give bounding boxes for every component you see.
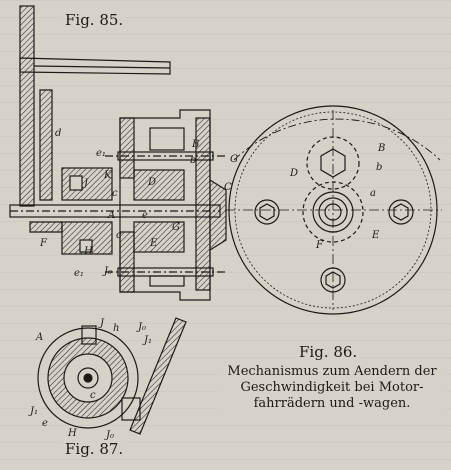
fig85-label-G: G bbox=[172, 222, 180, 233]
fig86-label-D: D bbox=[289, 168, 298, 179]
fig85-lever bbox=[19, 5, 35, 207]
fig85-labels: d e₁ K B b J D c C A e F G c H J₀ e₁ C E bbox=[39, 128, 232, 279]
fig87-label-J: J bbox=[98, 318, 105, 329]
fig87-label-J1b: J₁ bbox=[28, 406, 38, 417]
fig87-label-J0b: J₀ bbox=[104, 430, 114, 441]
fig86-label-B: B bbox=[377, 143, 385, 154]
fig86-labels: G B D b a F E bbox=[230, 143, 385, 251]
caption-line-2: Geschwindigkeit bei Motor- bbox=[240, 380, 424, 395]
fig85-title: Fig. 85. bbox=[62, 11, 127, 29]
fig87-drawing bbox=[37, 317, 187, 435]
fig87-labels: A J h J₀ J₁ J₁ e H J₀ c bbox=[28, 318, 152, 441]
fig87-label-J0: J₀ bbox=[136, 322, 146, 333]
fig85-label-C: C bbox=[224, 182, 232, 193]
fig85-label-c: c bbox=[112, 188, 118, 199]
fig85-label-F: F bbox=[39, 238, 48, 249]
fig85-label-E: E bbox=[149, 238, 158, 249]
fig86-arc bbox=[233, 118, 441, 161]
fig85-label-e: e bbox=[142, 210, 148, 221]
fig85-label-B: B bbox=[191, 139, 199, 150]
fig87-label-H: H bbox=[67, 428, 77, 439]
fig85-housing bbox=[119, 109, 211, 301]
fig85-label-c2: c bbox=[116, 230, 122, 241]
fig85-label-b: b bbox=[190, 155, 196, 166]
fig85-label-J: J bbox=[82, 178, 89, 189]
fig87-label-A: A bbox=[35, 332, 43, 343]
fig86-label-E: E bbox=[371, 230, 380, 241]
fig86-label-a: a bbox=[370, 188, 376, 199]
fig87-rod bbox=[129, 317, 187, 435]
fig87-label-c: c bbox=[90, 390, 96, 401]
caption-line-1: Mechanismus zum Aendern der bbox=[227, 364, 437, 379]
fig85-label-d: d bbox=[55, 128, 61, 139]
fig85-label-e1b: e₁ bbox=[74, 268, 84, 279]
fig85-label-H: H bbox=[83, 246, 93, 257]
fig87-outer-ring bbox=[37, 327, 139, 429]
fig86-drawing bbox=[225, 105, 442, 315]
fig86-label-b: b bbox=[376, 162, 382, 173]
fig85-drawing bbox=[9, 5, 227, 301]
fig85-label-K: K bbox=[103, 170, 112, 181]
fig87-label-h: h bbox=[113, 323, 119, 334]
fig86-label-F: F bbox=[315, 240, 324, 251]
fig87-label-e: e bbox=[42, 418, 48, 429]
fig87-title: Fig. 87. bbox=[62, 440, 127, 458]
fig86-label-G: G bbox=[230, 154, 238, 165]
fig85-label-A: A bbox=[107, 210, 115, 221]
caption-line-3: fahrrädern und -wagen. bbox=[253, 396, 411, 411]
figure-caption: Mechanismus zum Aendern der Geschwindigk… bbox=[218, 364, 446, 412]
fig85-label-e1: e₁ bbox=[96, 148, 106, 159]
fig85-rib bbox=[39, 89, 53, 201]
fig87-label-J1: J₁ bbox=[142, 335, 152, 346]
fig85-top-bar bbox=[19, 57, 171, 75]
fig85-label-D: D bbox=[147, 177, 156, 188]
fig85-label-J0: J₀ bbox=[102, 266, 112, 277]
fig86-title: Fig. 86. bbox=[296, 343, 361, 361]
